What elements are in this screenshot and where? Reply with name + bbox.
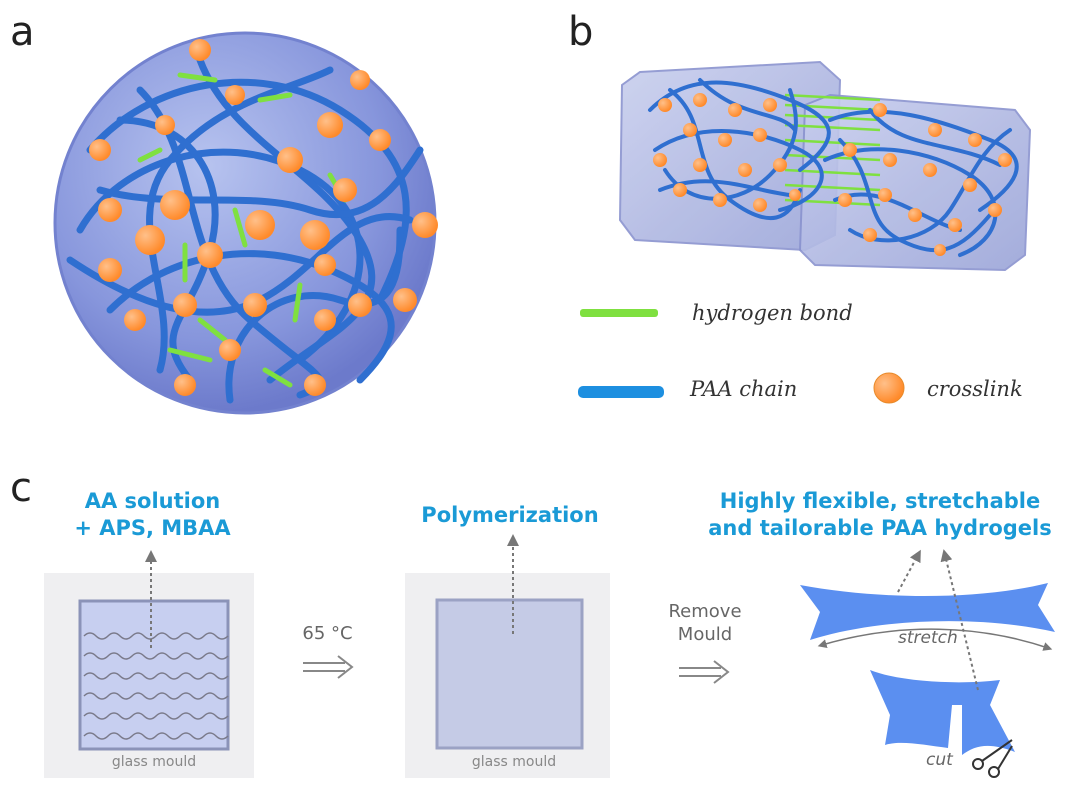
legend-hbond-swatch [580, 309, 658, 317]
legend-crosslink-swatch [873, 372, 905, 404]
temperature-label: 65 °C [302, 623, 353, 644]
scissors-icon [972, 739, 1013, 778]
pointer-arrow-3 [897, 549, 921, 593]
gel-block-right [798, 93, 1032, 272]
monomer-waves [83, 632, 229, 740]
stretch-arc-arrow [817, 628, 1053, 651]
split-hydrogel-illustration [618, 60, 1032, 272]
legend-chain-label: PAA chain [690, 377, 798, 401]
mould-2-gel [435, 598, 584, 750]
cut-gel [870, 670, 1015, 755]
step2-title: Polymerization [421, 503, 599, 527]
step3-title: Highly flexible, stretchable and tailora… [695, 488, 1065, 543]
mould-1-label: glass mould [111, 754, 197, 770]
mould-1-solution [78, 599, 230, 751]
paa-chains-left [648, 78, 831, 220]
remove-line1: Remove [668, 601, 742, 622]
step1-line2: + APS, MBAA [74, 516, 231, 541]
cut-label: cut [926, 750, 953, 770]
crosslinks-sphere [89, 39, 438, 396]
step1-line1: AA solution [84, 489, 221, 513]
panel-label-a: a [10, 9, 35, 55]
pointer-arrow-4 [940, 549, 979, 691]
panel-label-b: b [568, 9, 594, 55]
panel-label-c: c [10, 465, 32, 511]
legend-chain-swatch [578, 386, 664, 398]
crosslinks-right [838, 103, 1012, 256]
heat-arrow [303, 655, 354, 679]
stretched-gel [800, 583, 1055, 640]
crosslinks-left [653, 93, 801, 212]
remove-line2: Mould [677, 624, 733, 646]
remove-mould-arrow [679, 660, 730, 684]
legend-hbond-label: hydrogen bond [692, 301, 853, 325]
mould-2-label: glass mould [471, 754, 557, 770]
stretch-label: stretch [898, 628, 958, 648]
remove-mould-label: Remove Mould [660, 600, 750, 647]
legend-crosslink-label: crosslink [927, 377, 1023, 401]
step1-title: AA solution + APS, MBAA [40, 488, 265, 543]
step3-line2: and tailorable PAA hydrogels [708, 516, 1052, 541]
step3-line1: Highly flexible, stretchable [719, 489, 1041, 513]
